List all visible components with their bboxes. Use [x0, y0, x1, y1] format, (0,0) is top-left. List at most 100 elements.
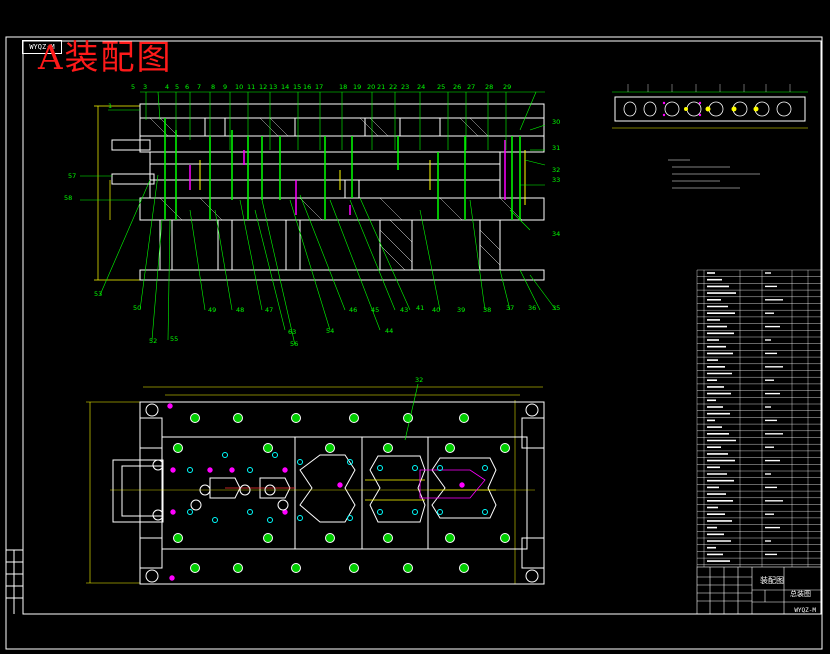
- hole-green-19: [383, 533, 393, 543]
- hole-cyan-7: [347, 515, 353, 521]
- callout-bottom-56: 56: [290, 340, 298, 348]
- hole-cyan-4: [297, 459, 303, 465]
- callout-bottom-40: 40: [432, 306, 440, 314]
- left-strip: [6, 549, 23, 614]
- callout-bottom-49: 49: [208, 306, 216, 314]
- hole-magenta-7: [459, 482, 465, 488]
- callout-top-26: 26: [453, 83, 461, 91]
- hole-cyan-1: [187, 509, 193, 515]
- callout-bottom-43: 43: [400, 306, 408, 314]
- callout-top-15: 15: [293, 83, 301, 91]
- title-block-name: 装配图: [760, 576, 784, 585]
- callout-top-28: 28: [485, 83, 493, 91]
- hole-green-9: [349, 563, 359, 573]
- hole-magenta-2: [207, 467, 213, 473]
- callout-top-10: 10: [235, 83, 243, 91]
- callout-top-27: 27: [467, 83, 475, 91]
- hole-magenta-4: [282, 467, 288, 473]
- hole-green-1: [233, 413, 243, 423]
- callout-right-31: 31: [552, 144, 560, 152]
- callout-bottom-41: 41: [416, 304, 424, 312]
- hole-white-2: [264, 484, 276, 496]
- plan-view: [86, 386, 545, 585]
- hole-green-10: [403, 563, 413, 573]
- hole-white-4: [190, 499, 202, 511]
- frame-border: [22, 40, 822, 615]
- strip-layout: [612, 84, 808, 129]
- hole-cyan-17: [267, 517, 273, 523]
- callout-bottom-45: 45: [371, 306, 379, 314]
- hole-green-15: [263, 533, 273, 543]
- callout-top-16: 16: [303, 83, 311, 91]
- callout-bottom-48: 48: [236, 306, 244, 314]
- hole-green-12: [173, 443, 183, 453]
- hole-cyan-2: [247, 467, 253, 473]
- hole-green-5: [459, 413, 469, 423]
- callout-right-33: 33: [552, 176, 560, 184]
- callout-bottom-50: 50: [133, 304, 141, 312]
- callout-top-7: 7: [197, 83, 201, 91]
- hole-cyan-6: [297, 515, 303, 521]
- callout-top-24: 24: [417, 83, 425, 91]
- hole-magenta-6: [337, 482, 343, 488]
- callout-top-8: 8: [211, 83, 215, 91]
- hole-cyan-0: [187, 467, 193, 473]
- callout-top-20: 20: [367, 83, 375, 91]
- hole-white-6: [152, 509, 164, 521]
- hole-cyan-3: [247, 509, 253, 515]
- callout-bottom-37: 37: [506, 304, 514, 312]
- hole-green-21: [445, 533, 455, 543]
- hole-cyan-10: [412, 465, 418, 471]
- hole-white-3: [277, 499, 289, 511]
- hole-cyan-12: [437, 465, 443, 471]
- callout-top-13: 13: [269, 83, 277, 91]
- bom-table: [696, 269, 822, 567]
- callout-bottom-47: 47: [265, 306, 273, 314]
- hole-cyan-9: [377, 509, 383, 515]
- callout-top-4: 4: [165, 83, 169, 91]
- hole-green-16: [325, 443, 335, 453]
- hole-magenta-0: [170, 467, 176, 473]
- callout-bottom-52: 52: [149, 337, 157, 345]
- plan-holes: [152, 403, 510, 581]
- hole-cyan-18: [222, 452, 228, 458]
- hole-green-14: [263, 443, 273, 453]
- callout-bottom-36: 36: [528, 304, 536, 312]
- callout-top-11: 11: [247, 83, 255, 91]
- callout-right-32: 32: [552, 166, 560, 174]
- section-view: [80, 91, 557, 346]
- hole-cyan-15: [482, 509, 488, 515]
- hole-white-0: [199, 484, 211, 496]
- callout-bottom-46: 46: [349, 306, 357, 314]
- hole-cyan-19: [272, 452, 278, 458]
- callout-bottom-55: 55: [170, 335, 178, 343]
- hole-green-23: [500, 533, 510, 543]
- callout-top-5: 5: [175, 83, 179, 91]
- hole-cyan-14: [482, 465, 488, 471]
- callout-bottom-44: 44: [385, 327, 393, 335]
- drawing-code-footer: WYQZ-M: [794, 607, 816, 614]
- hole-green-2: [291, 413, 301, 423]
- hole-green-6: [190, 563, 200, 573]
- callout-bottom-63: 63: [288, 328, 296, 336]
- callout-bottom-35: 35: [552, 304, 560, 312]
- callout-right-30: 30: [552, 118, 560, 126]
- hole-white-1: [239, 484, 251, 496]
- hole-magenta-9: [167, 403, 173, 409]
- callout-top-22: 22: [389, 83, 397, 91]
- hole-green-4: [403, 413, 413, 423]
- callout-top-9: 9: [223, 83, 227, 91]
- page-title: A装配图: [38, 38, 173, 78]
- hole-green-3: [349, 413, 359, 423]
- callout-top-19: 19: [353, 83, 361, 91]
- title-block: [696, 566, 822, 615]
- callout-left-1: 1: [108, 102, 112, 110]
- hole-green-8: [291, 563, 301, 573]
- drawing-code-tag: WYQZ-M: [22, 40, 62, 54]
- callout-left-58: 58: [64, 194, 72, 202]
- sheet-border: [5, 36, 823, 650]
- hole-green-17: [325, 533, 335, 543]
- callout-top-12: 12: [259, 83, 267, 91]
